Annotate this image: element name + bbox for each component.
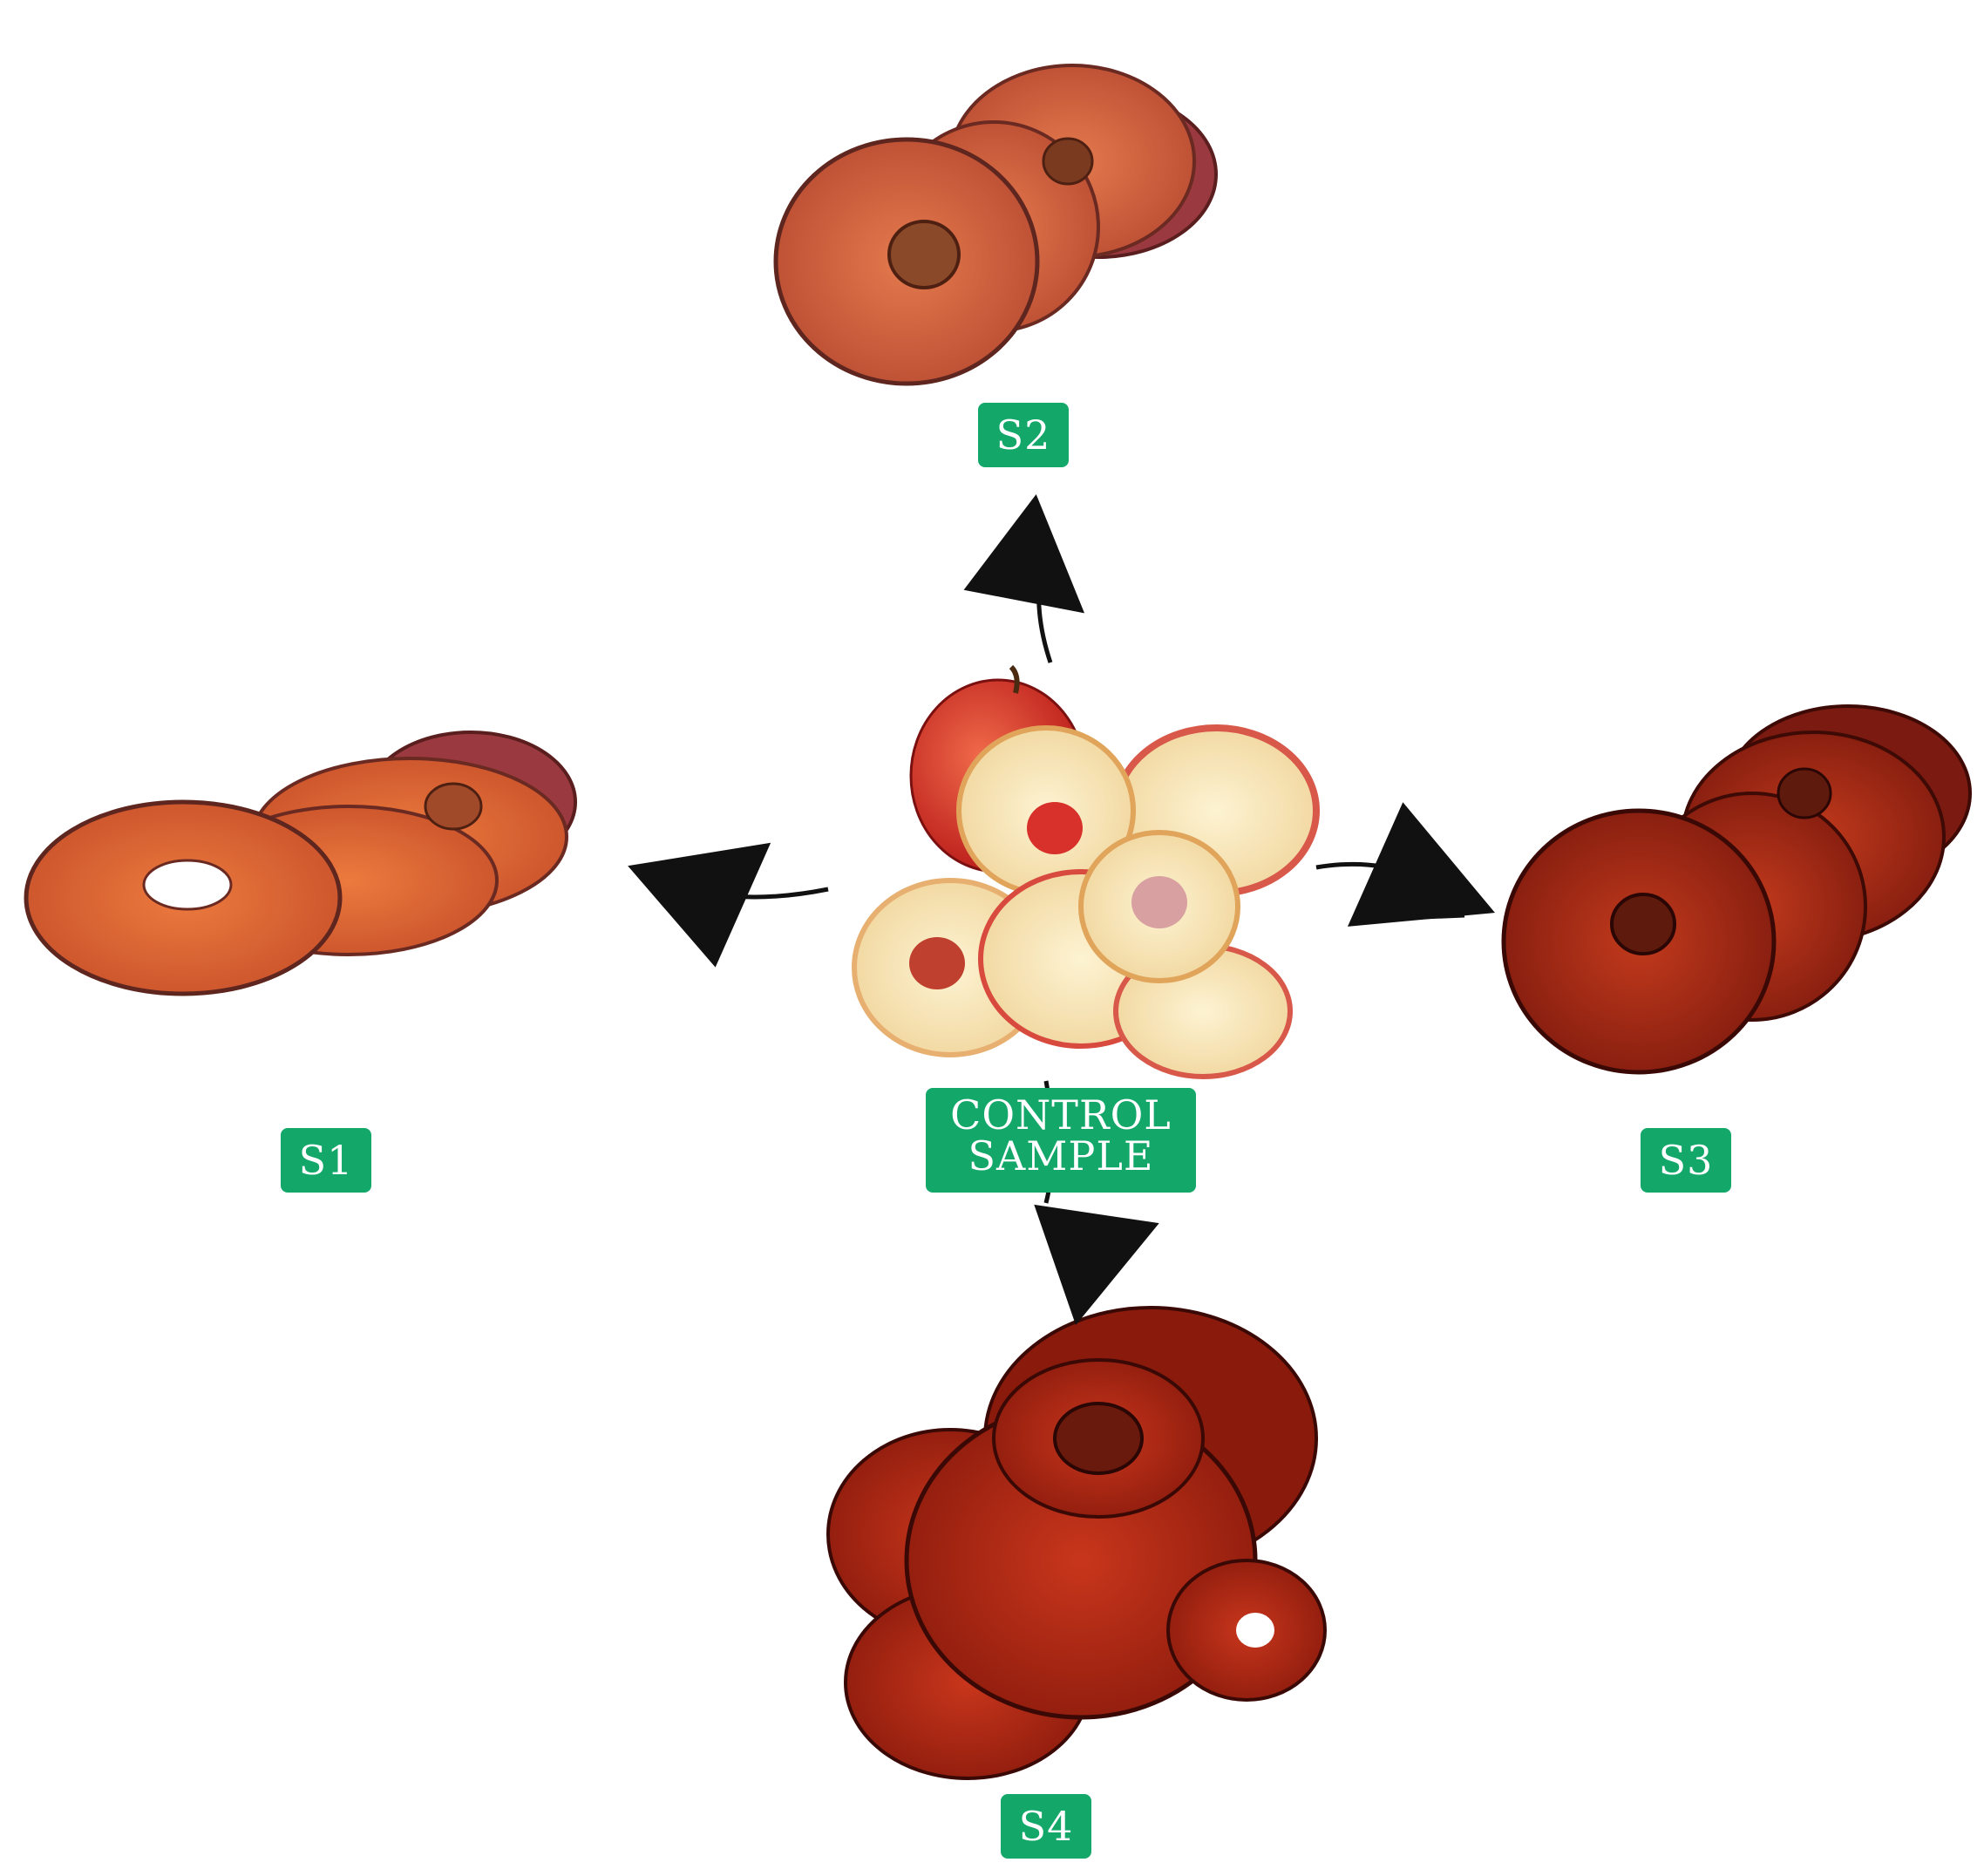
control-label-line2: SAMPLE (968, 1132, 1154, 1179)
arrow-icon (1315, 802, 1495, 927)
s4-dried-apple-chips-image (826, 1306, 1327, 1780)
sample-label-s3: S3 (1641, 1128, 1731, 1193)
control-sample-label: CONTROL SAMPLE (926, 1088, 1196, 1193)
s2-dried-apple-chips-image (773, 64, 1218, 386)
sample-label-s4: S4 (1001, 1794, 1091, 1859)
control-sample-image (852, 664, 1320, 1079)
arrow-icon (628, 842, 829, 968)
arrow-icon (963, 493, 1085, 663)
s3-dried-apple-chips-image (1501, 704, 1972, 1075)
sample-label-s1: S1 (281, 1128, 371, 1193)
sample-label-s2: S2 (978, 403, 1069, 467)
control-label-line1: CONTROL (950, 1091, 1172, 1139)
s1-dried-apple-chips-image (24, 731, 577, 996)
arrow-icon (1034, 1080, 1159, 1326)
